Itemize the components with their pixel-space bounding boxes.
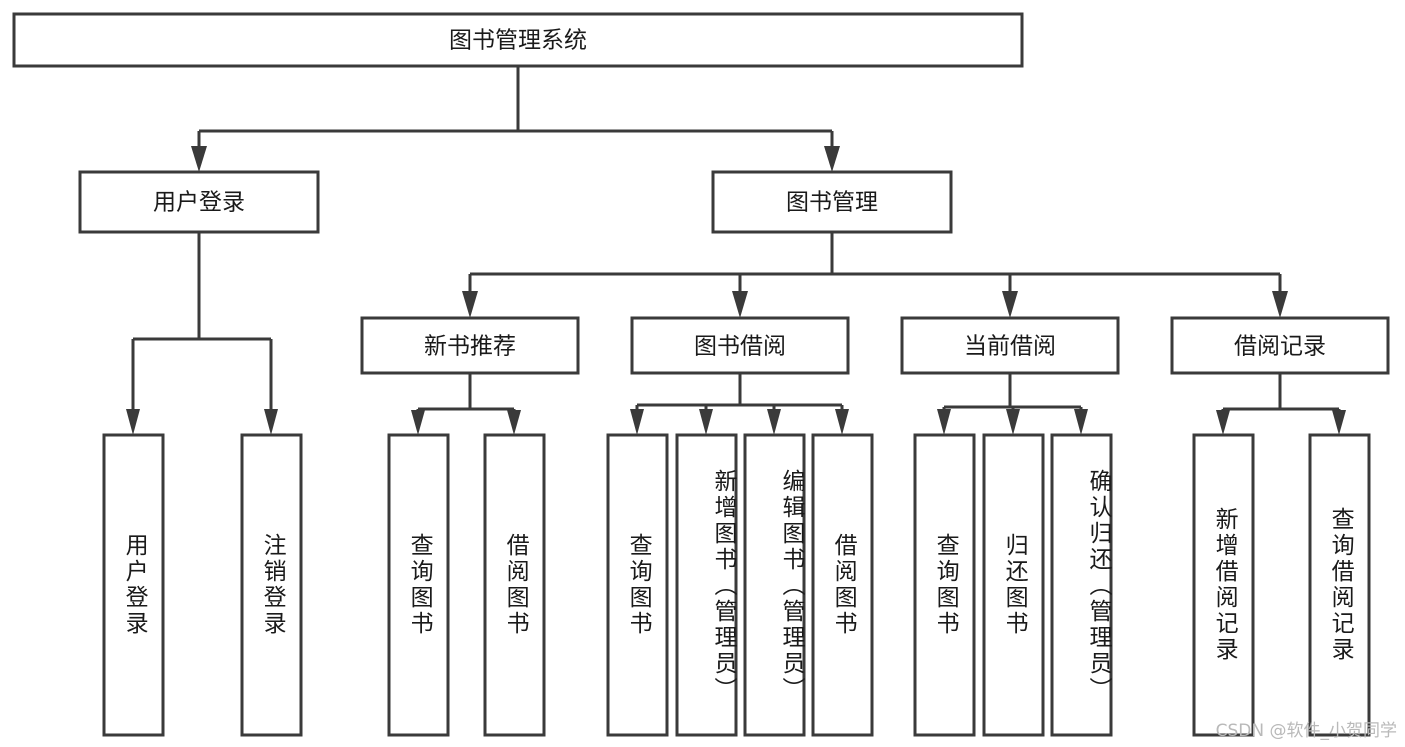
node-current-borrow[interactable]: 当前借阅 [900,316,1120,375]
node-borrow-record-box[interactable] [1170,316,1390,375]
node-book-borrow[interactable]: 图书借阅 [630,316,850,375]
connector-book-borrow-to-leaves [630,373,849,435]
leaf-borrow-book-2-label: 借阅图书 [830,533,857,637]
arrowhead-leaf-user-login [126,409,140,435]
node-user-login-label: 用户登录 [153,190,245,216]
arrowhead-leaf-add-record [1216,410,1230,435]
leaf-query-record-box[interactable] [1308,433,1371,737]
node-borrow-record[interactable]: 借阅记录 [1170,316,1390,375]
node-new-book-recommend-label: 新书推荐 [424,334,516,360]
arrowhead-leaf-borrow-book-1 [507,410,521,435]
node-book-management-label: 图书管理 [786,190,878,216]
node-book-borrow-label: 图书借阅 [694,334,786,360]
leaf-query-book-3-box[interactable] [913,433,976,737]
leaf-boxes [102,433,1371,737]
node-current-borrow-label: 当前借阅 [964,334,1056,360]
node-book-management[interactable]: 图书管理 [711,170,953,234]
arrowhead-leaf-user-logout [264,409,278,435]
leaf-borrow-book-2-box[interactable] [811,433,874,737]
node-user-login[interactable]: 用户登录 [78,170,320,234]
arrowhead-new-book-recommend [462,291,478,318]
leaf-query-book-1-box[interactable] [387,433,450,737]
leaf-user-login-label: 用户登录 [121,533,148,637]
arrowhead-leaf-confirm-return [1074,409,1088,435]
node-borrow-record-label: 借阅记录 [1234,334,1326,360]
leaf-user-logout-box[interactable] [240,433,303,737]
arrowhead-leaf-query-book-3 [937,409,951,435]
node-user-login-box[interactable] [78,170,320,234]
leaf-add-record-label: 新增借阅记录 [1211,507,1238,663]
connector-new-book-recommend-to-leaves [411,373,521,435]
leaf-query-book-2-label: 查询图书 [625,533,652,637]
leaf-query-book-2-box[interactable] [606,433,669,737]
leaf-return-book-label: 归还图书 [1001,533,1028,637]
leaf-add-book-label: 新增图书（管理员） [710,469,736,703]
connector-borrow-record-to-leaves [1216,373,1346,435]
csdn-watermark: CSDN @软件_小贺同学 [1215,721,1397,741]
arrowhead-leaf-query-record [1332,410,1346,435]
leaf-query-record-label: 查询借阅记录 [1327,507,1354,663]
connector-root-to-level1 [191,66,840,172]
leaf-user-logout-label: 注销登录 [259,533,286,637]
leaf-query-book-1-label: 查询图书 [406,533,433,637]
leaf-confirm-return-box[interactable] [1050,433,1113,737]
connector-current-borrow-to-leaves [937,373,1088,435]
leaf-return-book-box[interactable] [982,433,1045,737]
arrowhead-leaf-add-book [699,409,713,435]
node-new-book-recommend-box[interactable] [360,316,580,375]
node-book-management-box[interactable] [711,170,953,234]
connector-book-management-to-level2 [462,232,1288,318]
arrowhead-leaf-edit-book [767,409,781,435]
node-root-label: 图书管理系统 [449,28,587,54]
node-new-book-recommend[interactable]: 新书推荐 [360,316,580,375]
leaf-query-book-3-label: 查询图书 [932,533,959,637]
arrowhead-user-login [191,146,207,172]
leaf-confirm-return-label: 确认归还（管理员） [1085,469,1111,703]
node-root-box[interactable] [12,12,1024,68]
arrowhead-leaf-query-book-1 [411,410,425,435]
arrowhead-current-borrow [1002,291,1018,318]
node-current-borrow-box[interactable] [900,316,1120,375]
arrowhead-leaf-query-book-2 [630,409,644,435]
node-root[interactable]: 图书管理系统 [12,12,1024,68]
leaf-borrow-book-1-box[interactable] [483,433,546,737]
leaf-user-login-box[interactable] [102,433,165,737]
node-book-borrow-box[interactable] [630,316,850,375]
arrowhead-borrow-record [1272,291,1288,318]
leaf-edit-book-label: 编辑图书（管理员） [778,469,804,703]
leaf-add-record-box[interactable] [1192,433,1255,737]
arrowhead-leaf-return-book [1006,409,1020,435]
arrowhead-leaf-borrow-book-2 [835,409,849,435]
leaf-borrow-book-1-label: 借阅图书 [502,533,529,637]
arrowhead-book-borrow [732,291,748,318]
connector-user-login-to-leaves [126,232,278,435]
arrowhead-book-management [824,146,840,172]
leaf-add-book-box[interactable] [675,433,738,737]
leaf-edit-book-box[interactable] [743,433,806,737]
